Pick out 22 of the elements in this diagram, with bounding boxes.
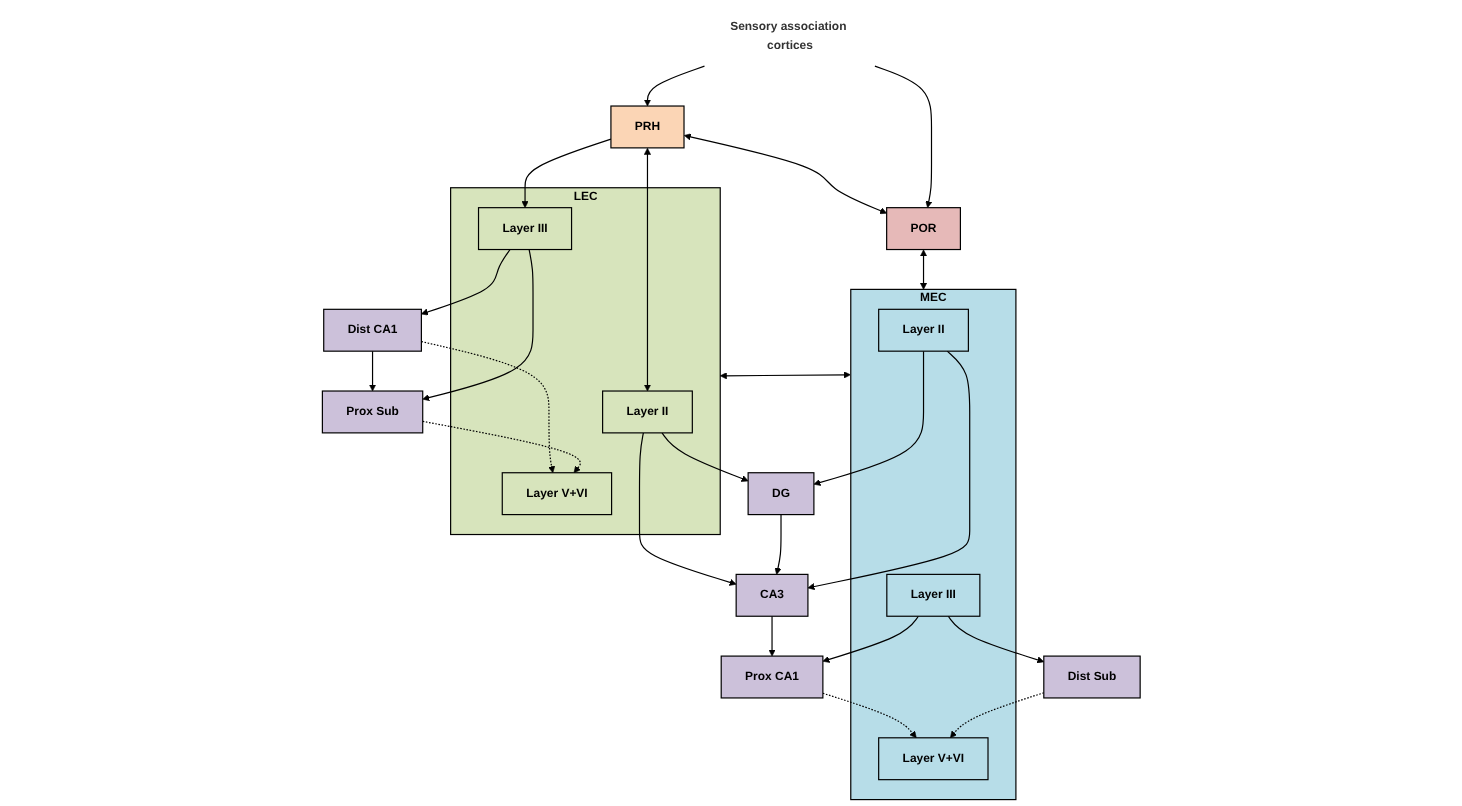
arrow	[822, 615, 919, 663]
arrow	[521, 138, 612, 208]
arrow	[813, 350, 924, 486]
arrow	[807, 350, 971, 591]
arrow	[422, 248, 534, 401]
arrow	[683, 133, 887, 215]
arrow	[719, 371, 851, 380]
arrow	[420, 248, 511, 316]
arrow	[774, 514, 782, 575]
arrow	[822, 692, 917, 739]
arrow	[947, 615, 1044, 664]
arrow	[768, 615, 776, 657]
arrow	[638, 432, 737, 586]
arrow	[368, 350, 376, 392]
arrow	[643, 65, 705, 107]
arrow	[949, 692, 1045, 739]
arrow	[420, 340, 555, 474]
arrow	[874, 65, 932, 208]
arrow	[661, 432, 749, 482]
arrow	[643, 147, 651, 392]
arrow	[919, 249, 927, 290]
arrow	[421, 420, 581, 474]
